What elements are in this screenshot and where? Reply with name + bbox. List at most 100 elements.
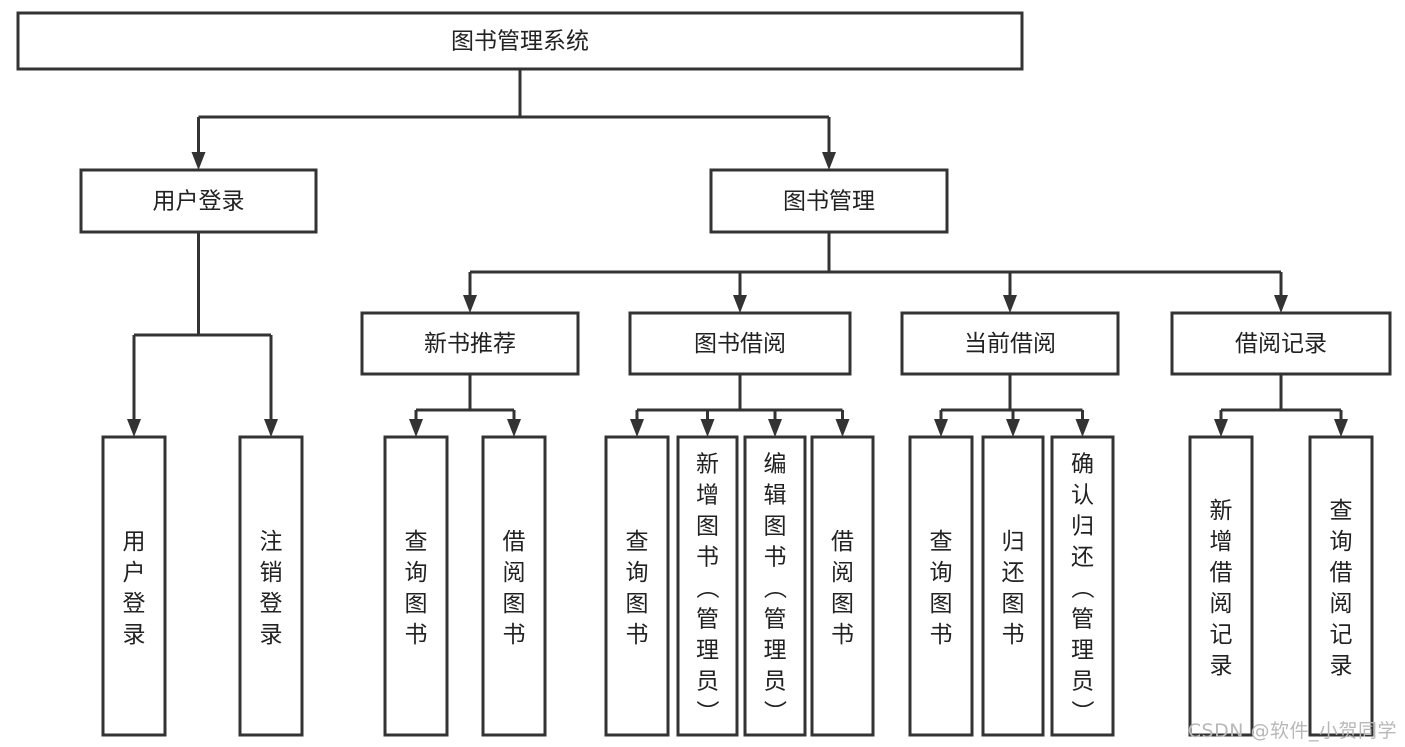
node-label-leaf-confirm-return-admin-char: 管 — [1071, 607, 1094, 633]
node-label-leaf-add-book-admin-char: （ — [694, 576, 720, 599]
node-leaf-query-book-current[interactable] — [908, 435, 974, 737]
node-label-user-login: 用户登录 — [153, 189, 245, 215]
node-leaf-query-book-recommend[interactable] — [383, 435, 449, 737]
node-label-leaf-borrow-book-recommend-char: 借 — [503, 529, 526, 555]
node-label-leaf-add-borrow-record-char: 新 — [1210, 498, 1233, 524]
node-label-current-borrow: 当前借阅 — [964, 331, 1056, 357]
node-label-leaf-edit-book-admin-char: 辑 — [764, 483, 787, 509]
edge-leaf-query-book-borrow-arrowhead — [630, 419, 644, 437]
root-to-user-login-arrowhead — [191, 152, 206, 170]
edge-leaf-add-book-admin-arrowhead — [700, 419, 715, 437]
node-label-root: 图书管理系统 — [451, 29, 589, 55]
node-label-leaf-return-book-char: 归 — [1002, 529, 1025, 555]
node-leaf-user-login[interactable] — [101, 435, 167, 737]
node-label-leaf-query-book-borrow-char: 查 — [626, 529, 649, 555]
node-label-leaf-edit-book-admin-char: 理 — [764, 638, 787, 664]
node-label-leaf-edit-book-admin-char: ） — [761, 700, 787, 723]
node-label-leaf-query-borrow-record-char: 询 — [1330, 529, 1353, 555]
node-label-leaf-borrow-book-recommend-char: 阅 — [503, 560, 526, 586]
node-root[interactable] — [16, 11, 1024, 71]
node-label-leaf-query-book-borrow-char: 图 — [626, 591, 649, 617]
edge-leaf-borrow-book-arrowhead — [835, 419, 850, 437]
node-leaf-add-book-admin[interactable] — [676, 435, 739, 737]
node-label-leaf-query-book-recommend-char: 图 — [405, 591, 428, 617]
node-label-leaf-add-book-admin-char: 图 — [696, 514, 719, 540]
node-label-leaf-edit-book-admin-char: 图 — [764, 514, 787, 540]
node-label-leaf-add-book-admin-char: ） — [694, 700, 720, 723]
node-label-leaf-confirm-return-admin-char: 理 — [1071, 638, 1094, 664]
node-label-leaf-borrow-book-char: 图 — [831, 591, 854, 617]
node-label-leaf-confirm-return-admin-char: 还 — [1071, 545, 1094, 571]
node-label-leaf-confirm-return-admin-char: 归 — [1071, 514, 1094, 540]
node-label-leaf-logout-char: 注 — [260, 529, 283, 555]
edge-leaf-query-book-current-arrowhead — [934, 419, 948, 437]
node-label-leaf-confirm-return-admin-char: 员 — [1071, 669, 1094, 695]
node-label-leaf-borrow-book-char: 书 — [831, 622, 854, 648]
node-label-leaf-edit-book-admin-char: 员 — [764, 669, 787, 695]
node-label-leaf-query-book-recommend-char: 查 — [405, 529, 428, 555]
edge-leaf-query-borrow-record-arrowhead — [1334, 419, 1348, 437]
node-label-leaf-return-book-char: 书 — [1002, 622, 1025, 648]
node-label-leaf-add-book-admin-char: 新 — [696, 452, 719, 478]
node-label-leaf-add-borrow-record-char: 录 — [1210, 653, 1233, 679]
node-label-leaf-borrow-book-char: 阅 — [831, 560, 854, 586]
node-borrow-record[interactable] — [1170, 311, 1392, 376]
node-leaf-add-borrow-record[interactable] — [1188, 435, 1254, 737]
node-label-leaf-logout-char: 录 — [260, 622, 283, 648]
edge-leaf-borrow-book-recommend-arrowhead — [507, 419, 521, 437]
node-user-login[interactable] — [79, 168, 318, 234]
node-label-borrow-record: 借阅记录 — [1235, 331, 1327, 357]
node-label-leaf-add-book-admin-char: 增 — [696, 483, 719, 509]
node-label-leaf-logout-char: 销 — [260, 560, 283, 586]
node-label-leaf-confirm-return-admin-char: 认 — [1071, 483, 1094, 509]
node-label-leaf-query-book-borrow-char: 书 — [626, 622, 649, 648]
bookmgmt-to-book-borrow-arrowhead — [733, 295, 747, 313]
root-to-book-management-arrowhead — [822, 152, 836, 170]
edge-leaf-query-book-recommend-arrowhead — [409, 419, 423, 437]
node-label-leaf-add-book-admin-char: 书 — [696, 545, 719, 571]
node-leaf-borrow-book-recommend[interactable] — [481, 435, 547, 737]
edge-leaf-edit-book-admin-arrowhead — [768, 419, 782, 437]
bookmgmt-to-borrow-record-arrowhead — [1274, 295, 1288, 313]
node-label-leaf-user-login-char: 登 — [123, 591, 146, 617]
node-label-leaf-query-borrow-record-char: 借 — [1330, 560, 1353, 586]
node-label-leaf-query-borrow-record-char: 录 — [1330, 653, 1353, 679]
node-leaf-borrow-book[interactable] — [810, 435, 875, 737]
node-label-leaf-query-borrow-record-char: 阅 — [1330, 591, 1353, 617]
node-leaf-confirm-return-admin[interactable] — [1050, 435, 1115, 737]
node-label-book-management: 图书管理 — [783, 189, 875, 215]
node-label-leaf-query-borrow-record-char: 查 — [1330, 498, 1353, 524]
node-leaf-edit-book-admin[interactable] — [743, 435, 807, 737]
node-leaf-logout[interactable] — [238, 435, 304, 737]
node-book-management[interactable] — [709, 168, 949, 234]
node-label-leaf-confirm-return-admin-char: ） — [1069, 700, 1095, 723]
node-leaf-return-book[interactable] — [981, 435, 1045, 737]
node-label-leaf-borrow-book-recommend-char: 书 — [503, 622, 526, 648]
node-label-leaf-add-borrow-record-char: 增 — [1210, 529, 1233, 555]
node-label-leaf-user-login: 用户登录 — [123, 529, 146, 648]
node-label-leaf-add-book-admin-char: 员 — [696, 669, 719, 695]
node-label-leaf-borrow-book-recommend-char: 图 — [503, 591, 526, 617]
node-label-book-borrow: 图书借阅 — [694, 331, 786, 357]
node-leaf-query-borrow-record[interactable] — [1308, 435, 1374, 737]
edge-leaf-logout-arrowhead — [264, 419, 278, 437]
node-label-leaf-edit-book-admin-char: 编 — [764, 452, 787, 478]
node-leaf-query-book-borrow[interactable] — [604, 435, 670, 737]
node-label-leaf-query-book-borrow-char: 询 — [626, 560, 649, 586]
node-label-leaf-add-book-admin-char: 管 — [696, 607, 719, 633]
node-label-leaf-query-book-current-char: 询 — [930, 560, 953, 586]
node-label-leaf-user-login-char: 用 — [123, 529, 146, 555]
edge-leaf-confirm-return-admin-arrowhead — [1075, 419, 1090, 437]
bookmgmt-to-new-book-recommend-arrowhead — [463, 295, 477, 313]
node-label-leaf-query-book-current-char: 书 — [930, 622, 953, 648]
node-label-leaf-add-borrow-record-char: 借 — [1210, 560, 1233, 586]
